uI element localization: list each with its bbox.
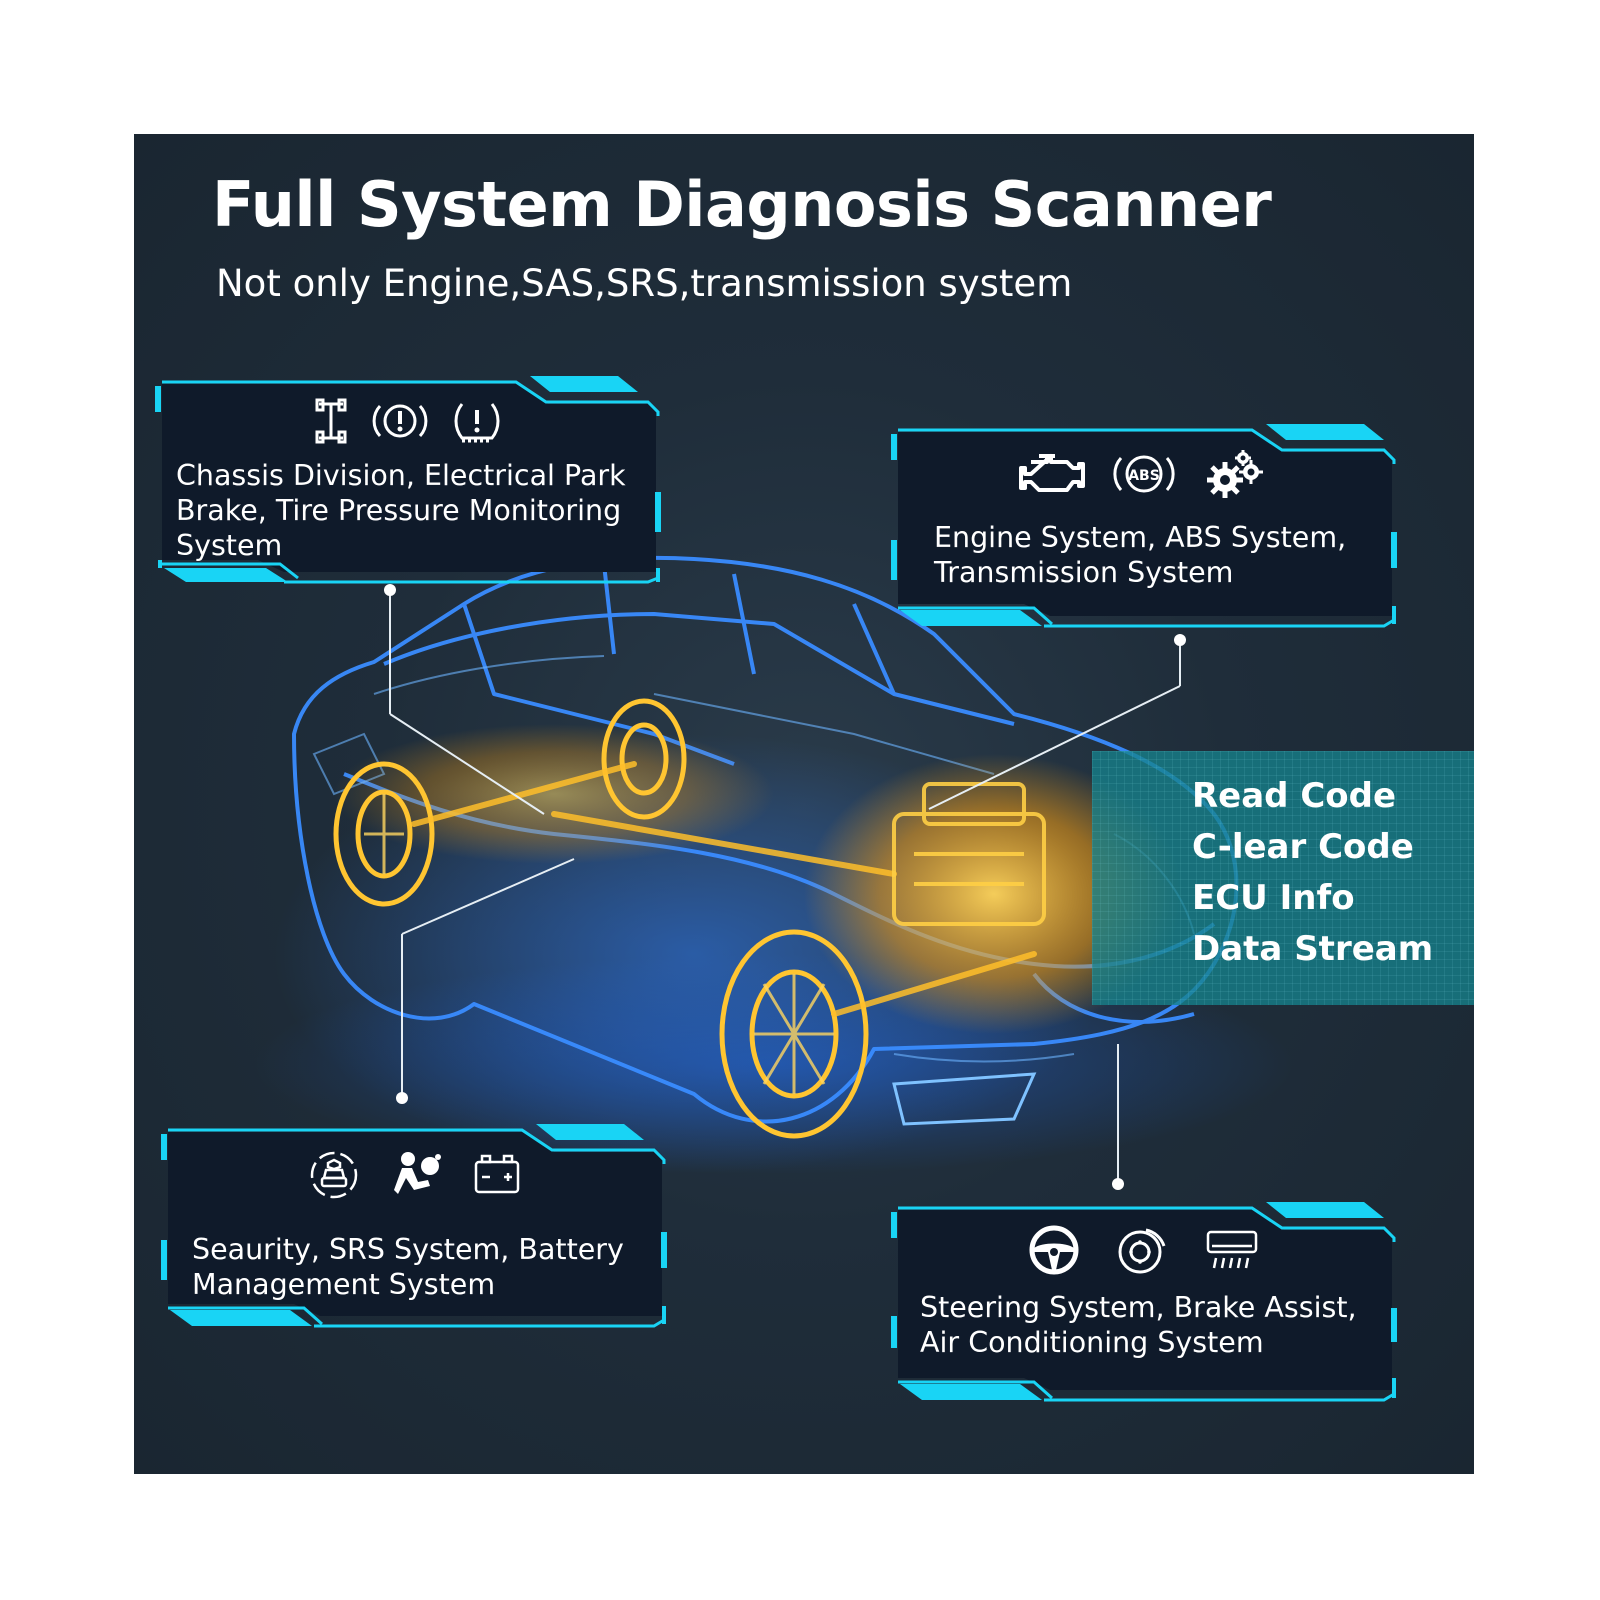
air-conditioner-icon xyxy=(1206,1230,1258,1269)
steering-systems-card: Steering System, Brake Assist, Air Condi… xyxy=(884,1198,1404,1414)
feature-item: Data Stream xyxy=(1192,929,1434,969)
card-text-line: Chassis Division, Electrical Park xyxy=(176,459,626,492)
battery-icon xyxy=(474,1154,520,1194)
brake-disc-icon xyxy=(1118,1228,1166,1274)
parking-brake-warning-icon xyxy=(372,404,428,438)
card-description: Chassis Division, Electrical Park Brake,… xyxy=(176,458,656,563)
card-text-line: Steering System, Brake Assist, xyxy=(920,1291,1357,1324)
card-description: Seaurity, SRS System, Battery Management… xyxy=(192,1232,662,1302)
feature-item: ECU Info xyxy=(1192,878,1355,918)
engine-systems-card: ABS E xyxy=(884,420,1404,640)
card-text-line: Management System xyxy=(192,1268,496,1301)
card-text-line: Transmission System xyxy=(934,556,1234,589)
feature-item: Read Code xyxy=(1192,776,1397,816)
card-text-line: Seaurity, SRS System, Battery xyxy=(192,1233,624,1266)
steering-wheel-icon xyxy=(1029,1225,1079,1275)
feature-list: Read Code C-lear Code ECU Info Data Stre… xyxy=(1092,751,1474,975)
abs-icon: ABS xyxy=(1113,455,1175,493)
card-text-line: Air Conditioning System xyxy=(920,1326,1264,1359)
feature-list-box: Read Code C-lear Code ECU Info Data Stre… xyxy=(1092,751,1474,1005)
security-systems-card: Seaurity, SRS System, Battery Management… xyxy=(154,1120,674,1340)
security-car-icon xyxy=(310,1151,358,1199)
chassis-icon xyxy=(315,398,347,444)
card-frame xyxy=(161,1124,667,1328)
card-text-line: Brake, Tire Pressure Monitoring xyxy=(176,494,622,527)
card-frame xyxy=(891,1202,1397,1402)
card-text-line: Engine System, ABS System, xyxy=(934,521,1347,554)
card-description: Steering System, Brake Assist, Air Condi… xyxy=(920,1290,1394,1360)
infographic-panel: Full System Diagnosis Scanner Not only E… xyxy=(134,134,1474,1474)
gears-icon xyxy=(1207,450,1263,498)
page-subtitle: Not only Engine,SAS,SRS,transmission sys… xyxy=(216,262,1073,305)
airbag-icon xyxy=(394,1152,441,1194)
feature-item: C-lear Code xyxy=(1192,827,1414,867)
card-description: Engine System, ABS System, Transmission … xyxy=(934,520,1394,590)
car-illustration xyxy=(254,555,1294,1190)
chassis-systems-card: Chassis Division, Electrical Park Brake,… xyxy=(148,372,668,600)
svg-text:ABS: ABS xyxy=(1128,468,1160,484)
page-title: Full System Diagnosis Scanner xyxy=(212,168,1272,241)
tire-pressure-warning-icon xyxy=(454,403,500,443)
engine-icon xyxy=(1019,454,1085,492)
card-frame xyxy=(155,376,661,584)
card-text-line: System xyxy=(176,529,283,562)
